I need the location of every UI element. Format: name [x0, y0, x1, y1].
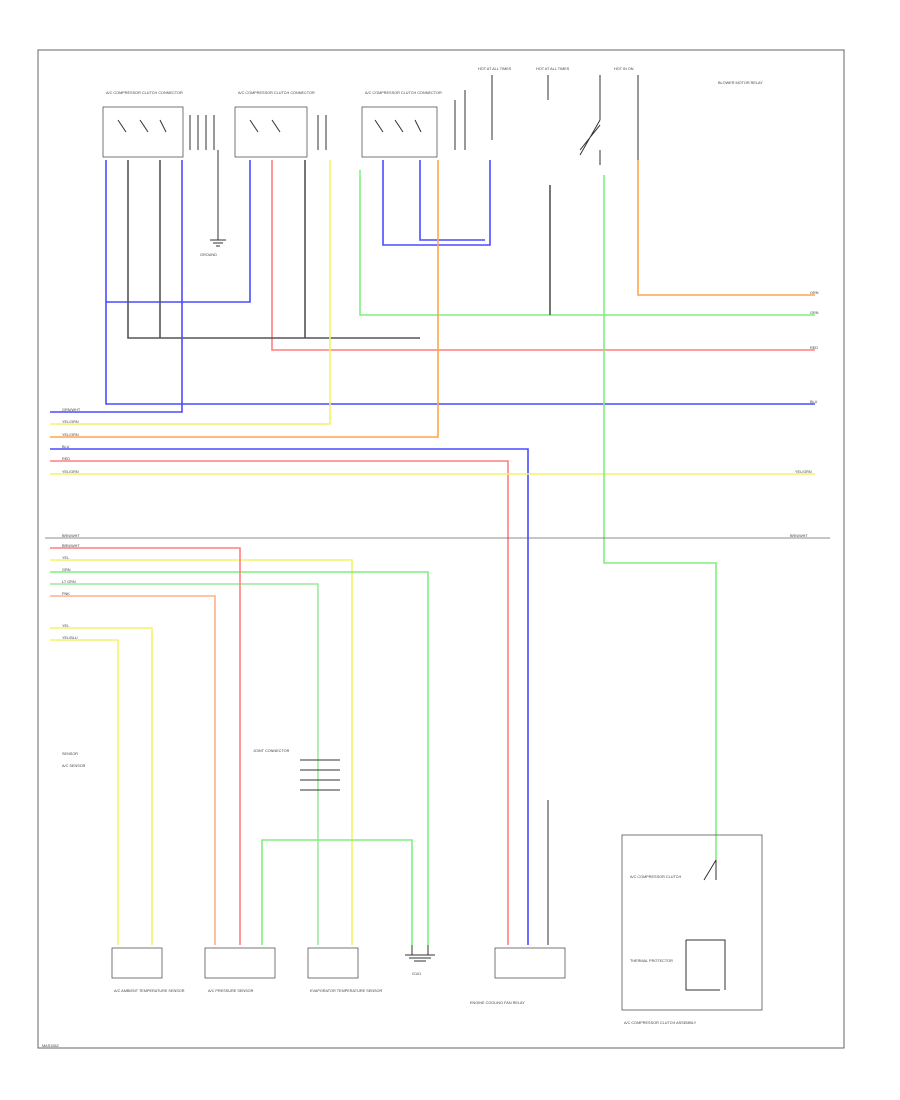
wire-yellow-s2 [50, 639, 119, 945]
left-lower-3: GRN [62, 568, 71, 572]
fuse-label-3: HOT IN ON [614, 67, 634, 71]
ground-symbol: GROUND [200, 150, 226, 257]
wire-green-top [359, 170, 815, 316]
wire-yellow-lower [50, 559, 353, 945]
connector-block-3: A/C COMPRESSOR CLUTCH CONNECTOR [361, 91, 442, 158]
page-id: MAS1562 [42, 1044, 59, 1048]
right-label-4: YEL/GRN [795, 470, 812, 474]
connector-label-2: A/C COMPRESSOR CLUTCH CONNECTOR [238, 91, 315, 95]
diagram-frame [37, 49, 845, 1049]
component-ground-g101: G101 [405, 945, 435, 976]
wire-orange-top [637, 160, 815, 296]
left-upper-5: YEL/GRN [62, 470, 79, 474]
wire-orange-left [50, 160, 439, 438]
wire-blue-loop [382, 160, 491, 246]
component-label-fan-relay: ENGINE COOLING FAN RELAY [470, 1001, 525, 1005]
wire-blue-short [106, 160, 251, 303]
component-pressure-sensor: A/C PRESSURE SENSOR [204, 947, 276, 993]
left-lower-2: YEL [62, 556, 69, 560]
connector-block-1: A/C COMPRESSOR CLUTCH CONNECTOR [102, 91, 184, 158]
connector-label-1: A/C COMPRESSOR CLUTCH CONNECTOR [106, 91, 183, 95]
left-lower2-0: YEL [62, 624, 69, 628]
ground-label: GROUND [200, 253, 217, 257]
wire-blue-left-stub [50, 160, 183, 413]
right-label-1: GRN [810, 311, 819, 315]
left-lower-5: PNK [62, 592, 70, 596]
left-upper-3: BLU [62, 445, 70, 449]
connector-label-3: A/C COMPRESSOR CLUTCH CONNECTOR [365, 91, 442, 95]
fuse-label-2: HOT AT ALL TIMES [536, 67, 570, 71]
left-upper-2: YEL/ORN [62, 433, 79, 437]
component-evap-sensor: EVAPORATOR TEMPERATURE SENSOR [307, 947, 382, 993]
fuse-leads [491, 75, 639, 160]
wire-lgreen-lower [50, 583, 319, 945]
fuse-label-1: HOT AT ALL TIMES [478, 67, 512, 71]
clutch-part-0: A/C COMPRESSOR CLUTCH [630, 875, 682, 879]
joint-label: JOINT CONNECTOR [253, 749, 290, 753]
wire-blue-mid [50, 448, 529, 945]
right-label-0: ORN [810, 291, 819, 295]
wire-red-lower [50, 547, 241, 945]
component-label-ambient: A/C AMBIENT TEMPERATURE SENSOR [114, 989, 185, 993]
wire-black-v1 [159, 160, 306, 338]
component-ambient-sensor: A/C AMBIENT TEMPERATURE SENSOR [111, 947, 185, 993]
left-upper-4: RED [62, 457, 70, 461]
wire-pink-lower [50, 595, 216, 945]
side-note-1: A/C SENSOR [62, 764, 86, 768]
wire-yellow-left [50, 160, 331, 425]
left-upper-1: YEL/GRN [62, 420, 79, 424]
component-clutch-assembly: A/C COMPRESSOR CLUTCH THERMAL PROTECTOR … [621, 834, 763, 1025]
left-upper-0: GRN/WHT [62, 408, 81, 412]
component-label-clutch: A/C COMPRESSOR CLUTCH ASSEMBLY [624, 1021, 697, 1025]
left-lower-4: LT GRN [62, 580, 76, 584]
wire-black-h [127, 160, 551, 339]
wire-green-joint [261, 839, 413, 945]
wire-yellow-s1 [50, 627, 153, 945]
relay-switch [579, 75, 601, 165]
wire-green-clutch [603, 175, 717, 860]
left-lower-1: BRN/WHT [62, 544, 80, 548]
right-label-2: RED [810, 346, 818, 350]
left-lower-0: BRN/WHT [62, 534, 80, 538]
wire-red-mid [50, 460, 509, 945]
component-label-g101: G101 [412, 972, 421, 976]
clutch-part-1: THERMAL PROTECTOR [630, 959, 673, 963]
left-lower2-1: YEL/BLU [62, 636, 78, 640]
wire-blue-long [105, 160, 815, 405]
component-fan-relay: ENGINE COOLING FAN RELAY [470, 947, 566, 1005]
top-stub-lines [189, 90, 466, 150]
relay-note: BLOWER MOTOR RELAY [718, 81, 763, 85]
component-label-evap: EVAPORATOR TEMPERATURE SENSOR [310, 989, 382, 993]
connector-block-2: A/C COMPRESSOR CLUTCH CONNECTOR [234, 91, 315, 158]
wire-red-top [271, 160, 815, 351]
side-note-0: SENSOR [62, 752, 78, 756]
joint-connector: JOINT CONNECTOR [253, 749, 340, 791]
component-label-pressure: A/C PRESSURE SENSOR [208, 989, 254, 993]
right-label-5: BRN/WHT [790, 534, 808, 538]
wire-green-lower [50, 571, 429, 945]
right-label-3: BLU [810, 400, 818, 404]
